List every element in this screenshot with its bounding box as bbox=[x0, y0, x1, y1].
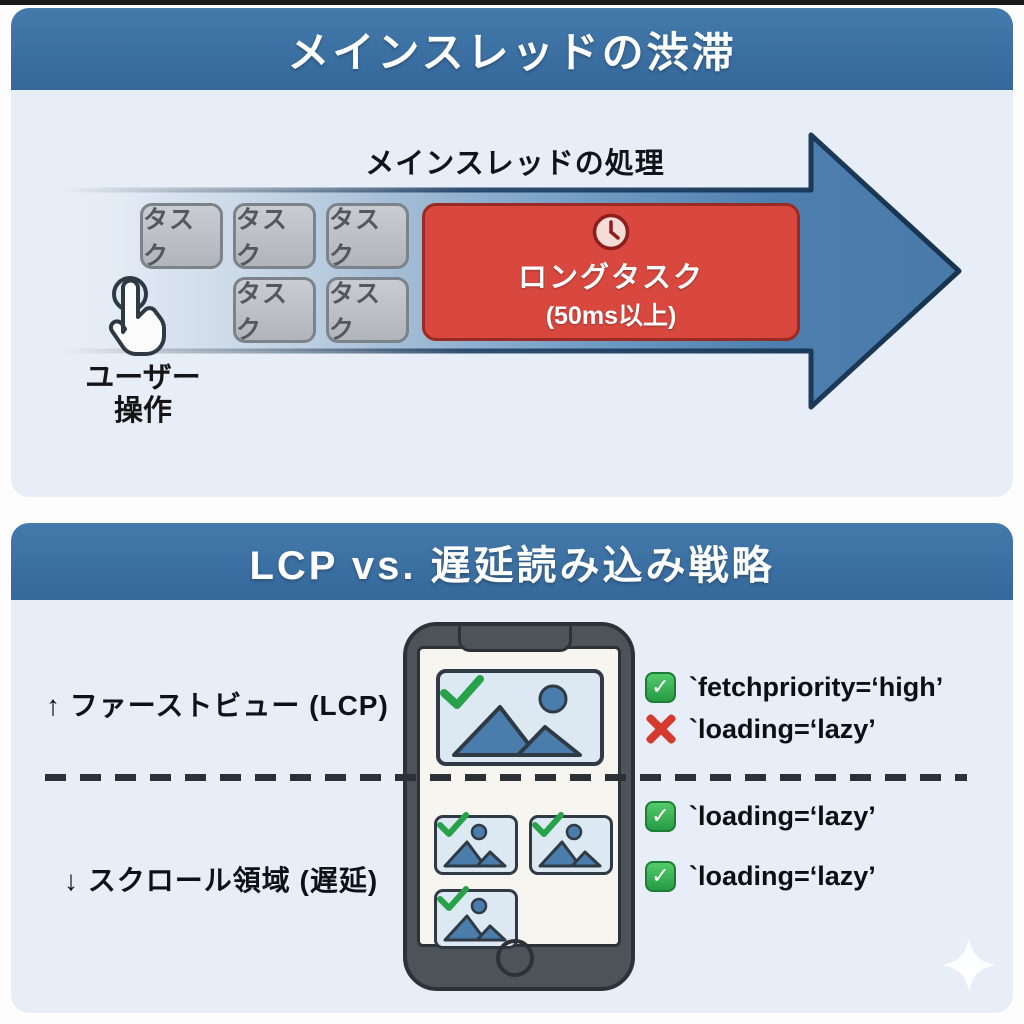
lazy-image-placeholder bbox=[434, 812, 518, 875]
phone-notch bbox=[458, 626, 572, 652]
user-action-label: ユーザー 操作 bbox=[85, 362, 201, 428]
code-label: `loading=‘lazy’ bbox=[689, 860, 876, 891]
annotation-row: ✓ `fetchpriority=‘high’ bbox=[645, 668, 943, 706]
task-block: タスク bbox=[326, 277, 409, 344]
image-placeholder-icon bbox=[443, 823, 507, 868]
long-task-title: ロングタスク bbox=[517, 262, 704, 294]
code-label: `fetchpriority=‘high’ bbox=[689, 671, 944, 702]
below-fold-label: ↓ スクロール領域 (遅延) bbox=[64, 865, 379, 896]
annotation-row: ✓ `loading=‘lazy’ bbox=[645, 797, 876, 835]
task-block: タスク bbox=[233, 277, 316, 344]
image-placeholder-icon bbox=[452, 684, 582, 757]
check-icon bbox=[437, 886, 469, 911]
above-fold-label: ↑ ファーストビュー (LCP) bbox=[46, 690, 389, 721]
cross-icon bbox=[645, 714, 676, 745]
check-icon bbox=[532, 812, 564, 837]
task-block: タスク bbox=[326, 203, 409, 270]
phone-mockup bbox=[403, 622, 635, 991]
long-task-subtitle: (50ms以上) bbox=[545, 302, 677, 330]
top-border-strip bbox=[0, 0, 1024, 5]
arrow-label: メインスレッドの処理 bbox=[365, 148, 665, 180]
hero-image-placeholder bbox=[436, 669, 604, 766]
task-block: タスク bbox=[233, 203, 316, 270]
clock-icon bbox=[592, 213, 630, 251]
check-icon bbox=[440, 675, 484, 709]
code-label: `loading=‘lazy’ bbox=[689, 800, 876, 831]
panel-main-thread-title: メインスレッドの渋滞 bbox=[11, 8, 1013, 90]
tap-hand-icon bbox=[108, 276, 166, 356]
check-icon: ✓ bbox=[645, 671, 676, 703]
check-icon: ✓ bbox=[645, 860, 676, 892]
sparkle-icon bbox=[942, 938, 996, 992]
lazy-image-placeholder bbox=[434, 886, 518, 949]
phone-screen bbox=[417, 646, 621, 949]
long-task-block: ロングタスク (50ms以上) bbox=[422, 203, 800, 341]
panel-lcp-title: LCP vs. 遅延読み込み戦略 bbox=[11, 523, 1013, 600]
annotation-row: `loading=‘lazy’ bbox=[645, 710, 876, 748]
phone-home-button bbox=[496, 939, 534, 977]
code-label: `loading=‘lazy’ bbox=[689, 713, 876, 744]
check-icon: ✓ bbox=[645, 800, 676, 832]
fold-divider-dashed-line bbox=[45, 774, 967, 781]
check-icon bbox=[437, 812, 469, 837]
task-block: タスク bbox=[140, 203, 223, 270]
image-placeholder-icon bbox=[443, 897, 507, 942]
annotation-row: ✓ `loading=‘lazy’ bbox=[645, 857, 876, 895]
lazy-image-placeholder bbox=[529, 812, 613, 875]
image-placeholder-icon bbox=[538, 823, 602, 868]
